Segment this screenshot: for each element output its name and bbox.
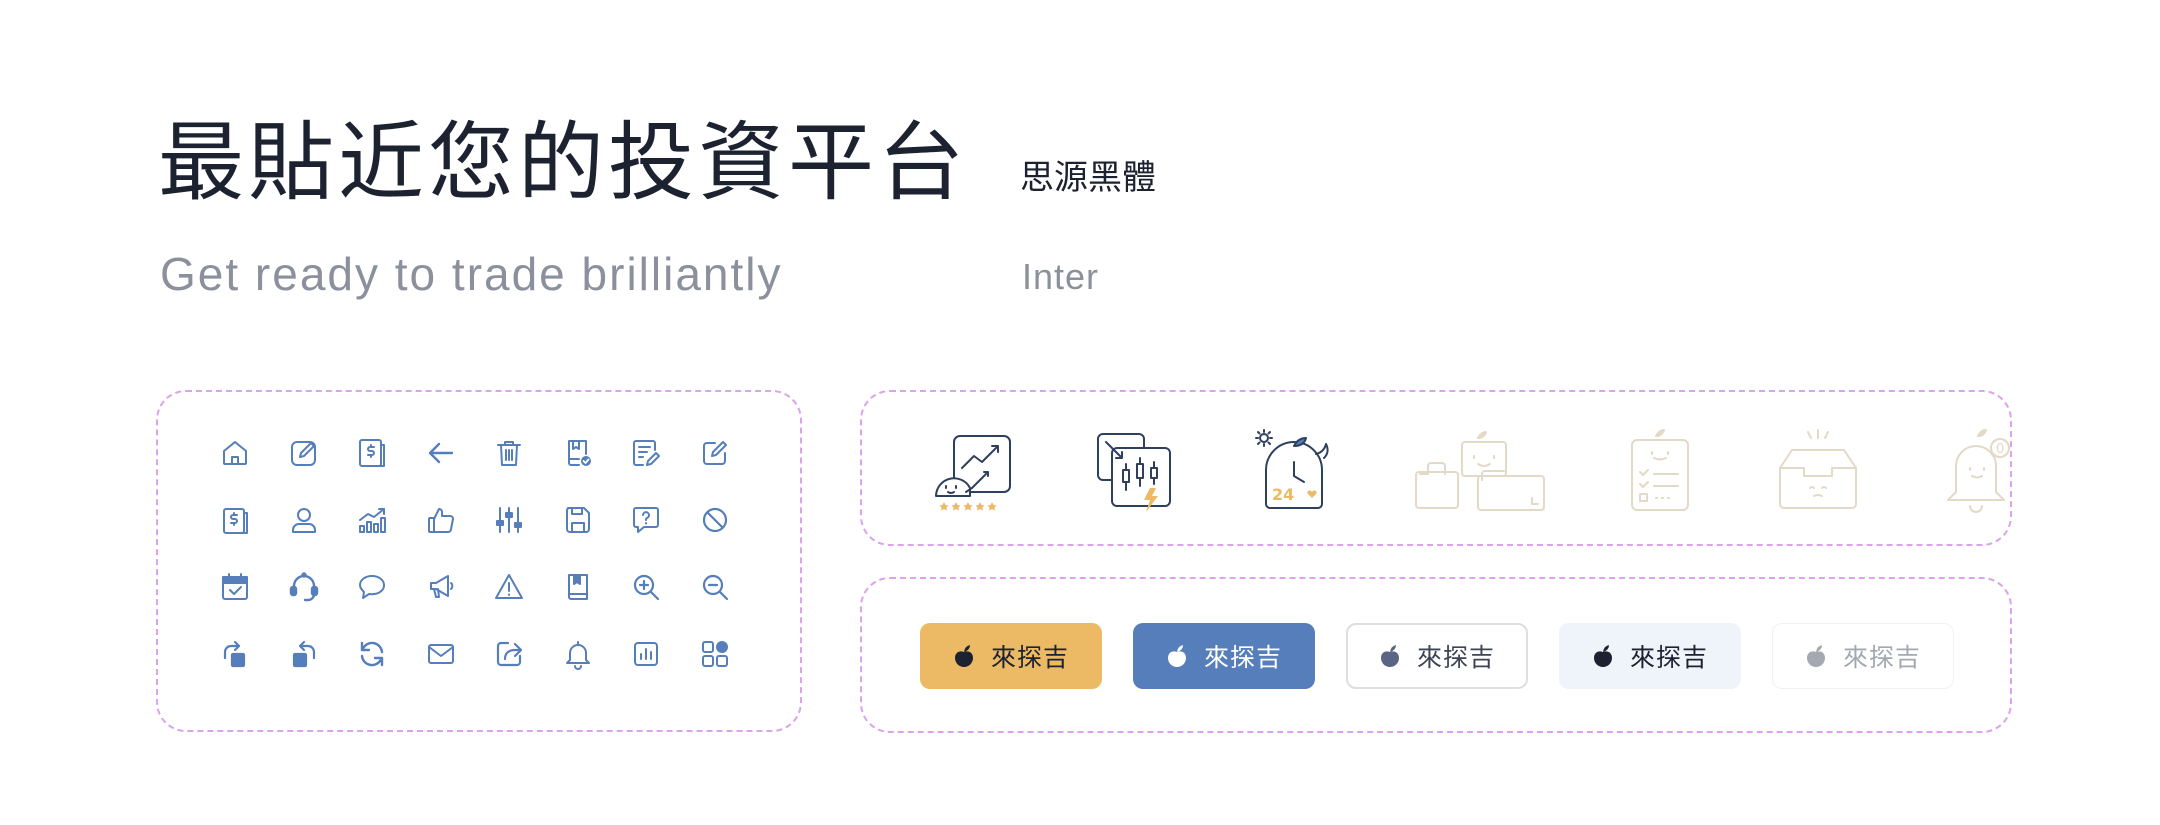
button-label: 來探吉 [1629, 643, 1708, 672]
apple-icon [1167, 645, 1186, 667]
apple-icon [954, 645, 973, 667]
thumbs-up-icon [424, 503, 458, 537]
home-icon [218, 436, 252, 470]
chart-trend-icon [355, 503, 389, 537]
sliders-icon [492, 503, 526, 537]
empty-inbox-illustration [1776, 428, 1860, 514]
checklist-illustration [1616, 428, 1700, 514]
button-label: 來探吉 [1416, 643, 1495, 672]
trash-icon [492, 436, 526, 470]
zoom-out-icon [698, 570, 732, 604]
rotate-left-icon [287, 637, 321, 671]
megaphone-icon [424, 570, 458, 604]
illustration-row: 24 [932, 428, 2096, 514]
apple-icon [1593, 645, 1612, 667]
edit-icon [287, 436, 321, 470]
button-label: 來探吉 [1203, 643, 1282, 672]
dollar-card-icon [218, 503, 252, 537]
report-icon [629, 637, 663, 671]
book-icon [561, 570, 595, 604]
clock-24-illustration: 24 [1252, 428, 1336, 514]
save-icon [561, 503, 595, 537]
arrow-left-icon [424, 436, 458, 470]
bell-badge-count: 0 [1996, 442, 2004, 457]
refresh-icon [355, 637, 389, 671]
calendar-check-icon [218, 570, 252, 604]
notification-bell-illustration: 0 [1936, 428, 2020, 514]
icon-grid [218, 436, 766, 704]
light-button[interactable]: 來探吉 [1559, 623, 1741, 689]
chat-bubble-icon [355, 570, 389, 604]
button-label: 來探吉 [990, 643, 1069, 672]
icon-set-panel [156, 390, 802, 732]
button-row: 來探吉 來探吉 來探吉 來探吉 來探吉 [920, 623, 1985, 689]
rating-chart-illustration [932, 428, 1016, 514]
primary-yellow-button[interactable]: 來探吉 [920, 623, 1102, 689]
edit-square-icon [698, 436, 732, 470]
book-check-icon [561, 436, 595, 470]
hero-title-en: Get ready to trade brilliantly [160, 248, 783, 300]
headset-icon [287, 570, 321, 604]
apple-icon [1380, 645, 1399, 667]
illustration-panel: 24 [860, 390, 2012, 546]
dollar-document-icon [355, 436, 389, 470]
primary-blue-button[interactable]: 來探吉 [1133, 623, 1315, 689]
apple-icon [1806, 645, 1825, 667]
mail-icon [424, 637, 458, 671]
blocks-illustration [1412, 428, 1552, 514]
warning-icon [492, 570, 526, 604]
clock-24-label: 24 [1272, 485, 1294, 504]
button-label: 來探吉 [1842, 643, 1921, 672]
button-states-panel: 來探吉 來探吉 來探吉 來探吉 來探吉 [860, 577, 2012, 733]
rotate-right-icon [218, 637, 252, 671]
share-icon [492, 637, 526, 671]
candlestick-illustration [1092, 428, 1176, 514]
note-edit-icon [629, 436, 663, 470]
hero-title-cn-font: 思源黑體 [1020, 158, 1156, 198]
disabled-button[interactable]: 來探吉 [1772, 623, 1954, 689]
user-icon [287, 503, 321, 537]
apps-icon [698, 637, 732, 671]
block-icon [698, 503, 732, 537]
hero-title-cn: 最貼近您的投資平台 [158, 113, 968, 213]
bell-icon [561, 637, 595, 671]
outline-button[interactable]: 來探吉 [1346, 623, 1528, 689]
help-chat-icon [629, 503, 663, 537]
hero-title-en-font: Inter [1022, 256, 1100, 297]
zoom-in-icon [629, 570, 663, 604]
